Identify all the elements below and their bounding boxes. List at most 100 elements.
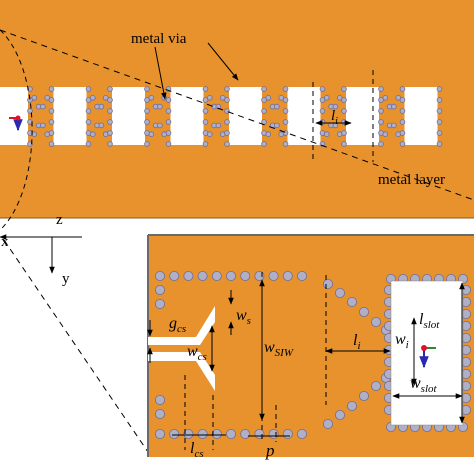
metal-via-leader-left <box>154 46 167 100</box>
metal-via <box>165 141 172 147</box>
metal-via <box>107 119 113 125</box>
metal-via <box>102 95 109 101</box>
metal-via <box>144 141 150 147</box>
metal-via <box>224 141 230 147</box>
metal-via <box>165 108 172 114</box>
metal-via <box>215 122 222 129</box>
wsiw-label: wSIW <box>264 339 294 359</box>
metal-via <box>399 141 406 147</box>
metal-via <box>85 108 92 114</box>
wcs-label: wcs <box>187 343 207 363</box>
metal-via <box>197 270 208 281</box>
metal-via <box>391 103 397 110</box>
metal-via <box>334 287 345 298</box>
metal-via <box>436 130 443 136</box>
metal-via <box>154 408 165 419</box>
metal-via <box>169 270 180 281</box>
metal-via <box>341 97 347 103</box>
metal-via <box>254 428 265 439</box>
metal-via <box>282 141 289 147</box>
metal-via <box>240 428 251 439</box>
metal-via <box>48 108 55 114</box>
metal-via <box>44 95 50 101</box>
metal-via <box>98 122 105 129</box>
metal-via <box>395 95 402 101</box>
top-slot <box>229 87 262 145</box>
metal-via <box>319 86 326 92</box>
metal-via <box>148 95 155 101</box>
metal-via <box>107 97 113 103</box>
coordinate-system: z x y <box>0 212 149 453</box>
metal-via <box>197 428 208 439</box>
metal-via <box>207 95 213 101</box>
metal-via <box>219 95 226 101</box>
metal-via <box>31 131 38 138</box>
metal-via <box>169 428 180 439</box>
metal-via <box>98 103 105 110</box>
top-slot <box>0 87 28 145</box>
metal-via <box>399 97 406 103</box>
metal-via <box>261 141 267 147</box>
metal-via <box>319 97 326 103</box>
metal-via <box>48 141 55 147</box>
metal-via <box>224 97 230 103</box>
metal-via <box>165 97 172 103</box>
metal-via <box>323 131 330 138</box>
metal-via <box>48 86 55 92</box>
metal-via <box>85 86 92 92</box>
metal-via <box>358 306 369 317</box>
metal-via <box>378 86 384 92</box>
metal-via-leader-right <box>207 42 239 81</box>
metal-via <box>341 108 347 114</box>
metal-via <box>378 108 384 114</box>
metal-via <box>225 270 236 281</box>
metal-via <box>436 108 443 114</box>
metal-via <box>107 108 113 114</box>
metal-via <box>202 119 209 125</box>
metal-via <box>265 95 272 101</box>
metal-via <box>144 119 150 125</box>
metal-via <box>378 97 384 103</box>
metal-via <box>225 428 236 439</box>
metal-via <box>341 130 347 136</box>
top-z-axis-dot <box>15 115 21 121</box>
metal-via <box>207 131 213 138</box>
metal-via <box>85 141 92 147</box>
metal-via <box>322 418 333 429</box>
y-axis-label: y <box>62 271 70 287</box>
metal-via <box>224 119 230 125</box>
metal-via <box>436 97 443 103</box>
metal-via <box>323 95 330 101</box>
top-panel: li metal via metal layer <box>0 0 474 231</box>
top-slot <box>112 87 145 145</box>
metal-via <box>358 390 369 401</box>
top-via-array <box>27 86 443 147</box>
detail-z-axis-dot <box>421 345 427 351</box>
metal-via <box>282 86 289 92</box>
metal-via <box>296 270 307 281</box>
metal-via <box>274 103 280 110</box>
p-label: p <box>265 441 275 460</box>
metal-via <box>268 428 279 439</box>
wslot-label: wslot <box>410 375 438 395</box>
metal-via <box>40 103 46 110</box>
detail-panel: wSIW li wi lslot wslot gcs w <box>147 234 474 460</box>
metal-via <box>436 86 443 92</box>
metal-via <box>202 86 209 92</box>
wi-label: wi <box>395 331 409 351</box>
lcs-label: lcs <box>190 440 204 460</box>
li-label-top: li <box>331 108 338 127</box>
top-slot <box>346 87 379 145</box>
metal-via <box>240 270 251 281</box>
metal-via <box>215 103 222 110</box>
metal-via <box>211 270 222 281</box>
metal-via <box>148 131 155 138</box>
metal-via <box>48 130 55 136</box>
metal-via <box>154 284 165 295</box>
metal-via <box>48 97 55 103</box>
metal-via <box>85 119 92 125</box>
metal-via <box>85 97 92 103</box>
metal-via <box>261 108 267 114</box>
metal-via <box>107 130 113 136</box>
